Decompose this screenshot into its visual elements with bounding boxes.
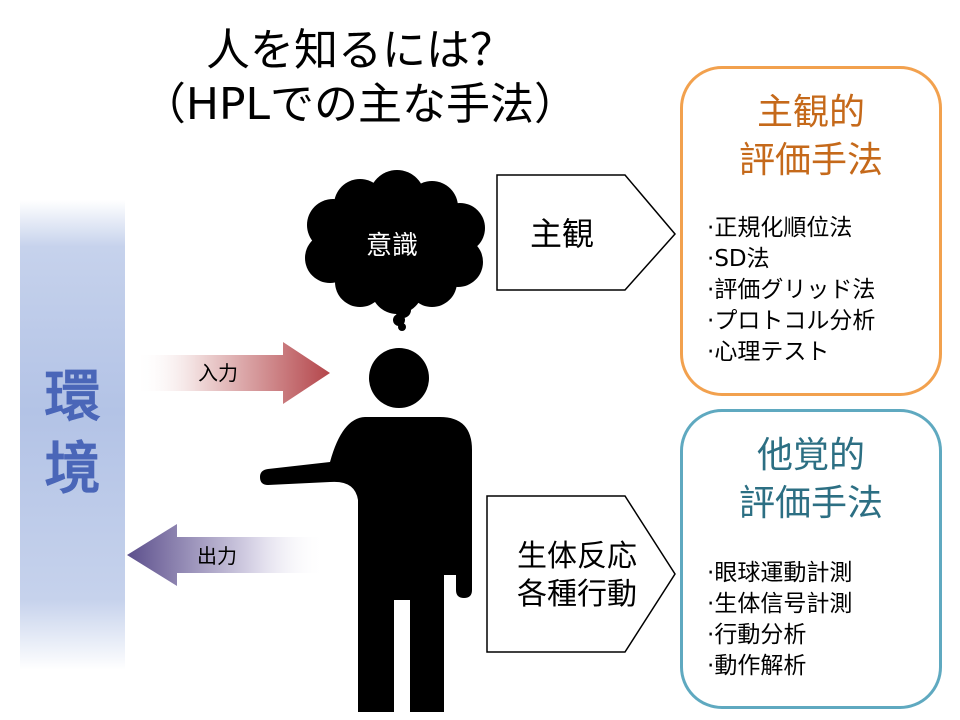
- behavior-line-2: 各種行動: [517, 577, 637, 612]
- subjective-methods-list: 正規化順位法 SD法 評価グリッド法 プロトコル分析 心理テスト: [707, 213, 939, 368]
- list-item: 評価グリッド法: [707, 275, 939, 306]
- objective-methods-title: 他覚的 評価手法: [683, 432, 939, 528]
- environment-bar: [20, 200, 125, 670]
- subjective-pentagon: [496, 174, 676, 291]
- subjective-title-line-1: 主観的: [756, 92, 865, 133]
- subjective-label: 主観: [530, 215, 595, 253]
- list-item: プロトコル分析: [707, 306, 939, 337]
- environment-char-1: 環: [44, 365, 101, 430]
- output-label: 出力: [197, 544, 237, 568]
- list-item: 生体信号計測: [707, 589, 939, 620]
- title-line-1: 人を知るには？: [206, 25, 514, 76]
- objective-methods-list: 眼球運動計測 生体信号計測 行動分析 動作解析: [707, 558, 939, 682]
- list-item: 心理テスト: [707, 337, 939, 368]
- list-item: 眼球運動計測: [707, 558, 939, 589]
- list-item: 正規化順位法: [707, 213, 939, 244]
- title-line-2: （HPLでの主な手法）: [141, 79, 579, 130]
- input-arrow: [135, 342, 330, 404]
- subjective-methods-title: 主観的 評価手法: [683, 89, 939, 185]
- objective-title-line-1: 他覚的: [756, 435, 865, 476]
- objective-title-line-2: 評価手法: [738, 483, 883, 524]
- behavior-label: 生体反応 各種行動: [497, 538, 657, 614]
- subjective-methods-box: 主観的 評価手法 正規化順位法 SD法 評価グリッド法 プロトコル分析 心理テス…: [680, 66, 942, 396]
- thought-cloud-icon: [305, 170, 485, 331]
- list-item: 行動分析: [707, 620, 939, 651]
- page-title: 人を知るには？ （HPLでの主な手法）: [0, 24, 720, 132]
- list-item: 動作解析: [707, 651, 939, 682]
- list-item: SD法: [707, 244, 939, 275]
- behavior-pentagon: [486, 495, 676, 653]
- environment-label: 環 境: [20, 362, 125, 506]
- objective-methods-box: 他覚的 評価手法 眼球運動計測 生体信号計測 行動分析 動作解析: [680, 409, 942, 709]
- consciousness-label: 意識: [366, 231, 419, 261]
- person-silhouette-icon: [260, 348, 472, 712]
- subjective-title-line-2: 評価手法: [738, 140, 883, 181]
- output-arrow: [127, 524, 325, 586]
- input-label: 入力: [198, 361, 238, 385]
- behavior-line-1: 生体反応: [517, 539, 637, 574]
- environment-char-2: 境: [44, 437, 101, 502]
